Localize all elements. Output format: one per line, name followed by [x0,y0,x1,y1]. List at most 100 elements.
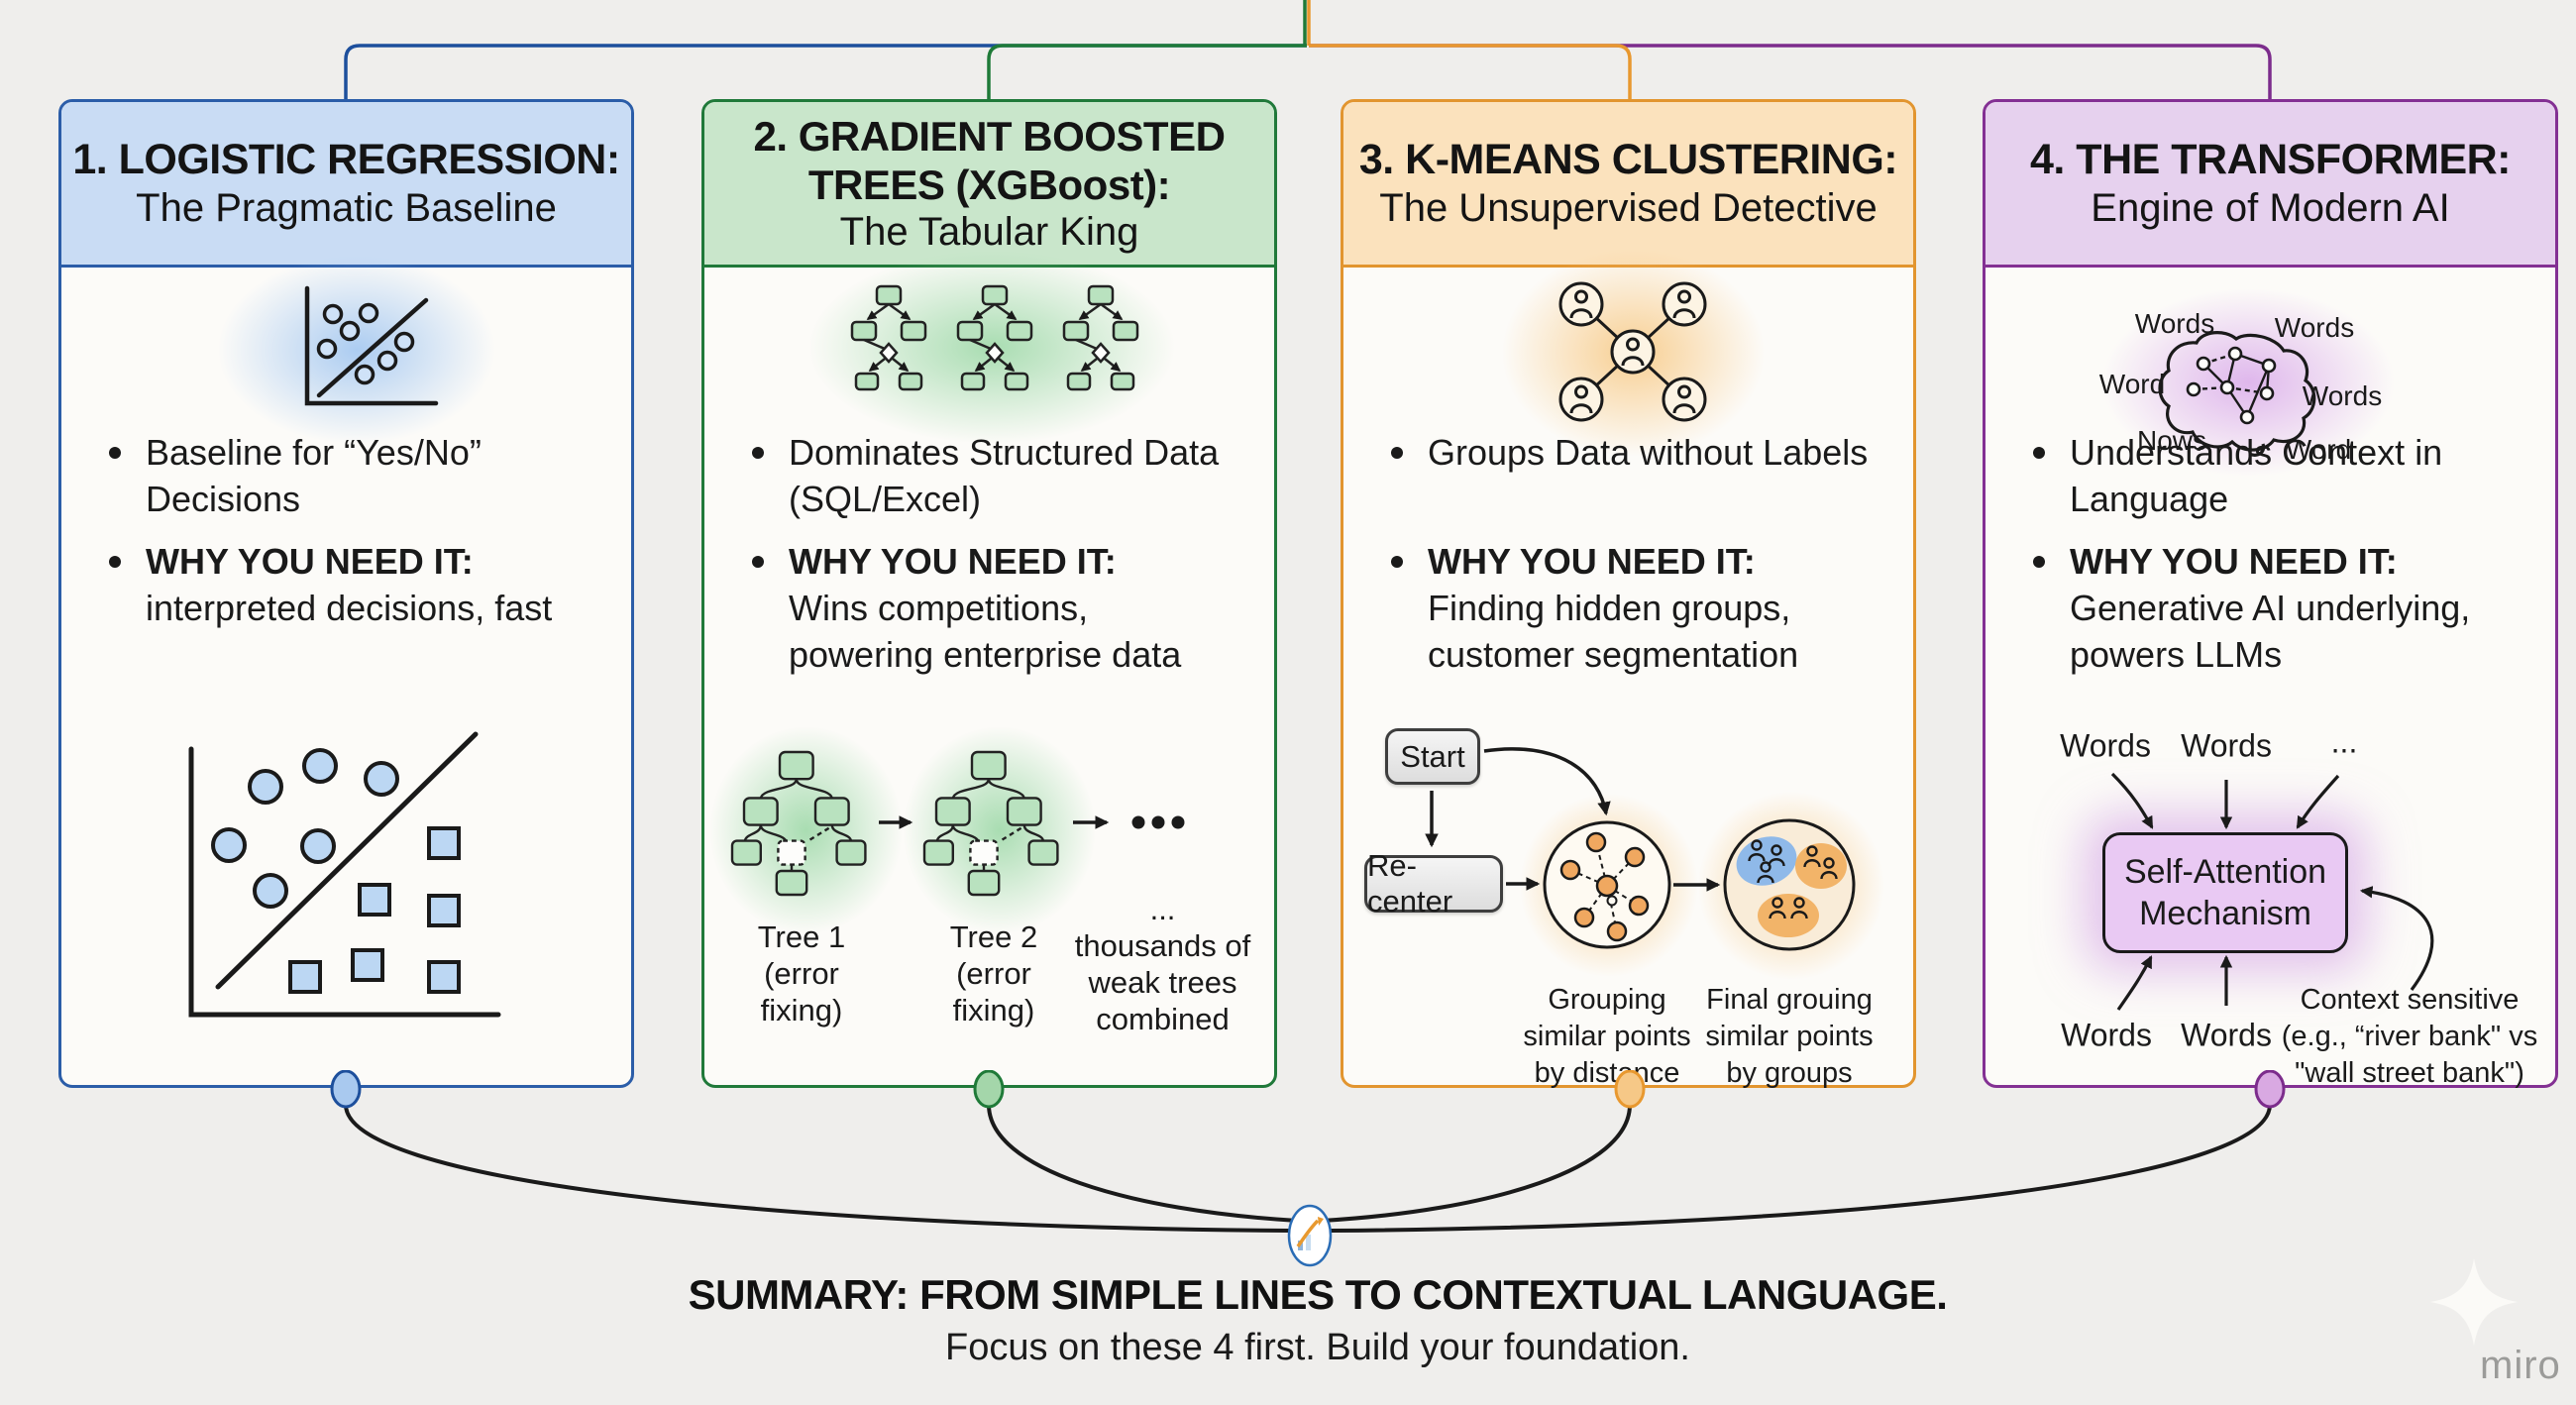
decision-boundary-line [215,731,479,990]
arrow-start-grouping [1483,747,1611,816]
arrow-bottomword1-box [2116,955,2153,1011]
summary-block: SUMMARY: FROM SIMPLE LINES TO CONTEXTUAL… [525,1270,2110,1371]
card1-bullet-2: WHY YOU NEED IT: interpreted decisions, … [109,538,609,631]
class-b-squares [288,826,461,994]
sa-top-ellipsis: ... [2330,723,2358,760]
ellipsis-dots [1131,815,1185,829]
bullet-dot [2033,447,2045,459]
centroid-dot [1606,895,1618,907]
bullet-line: Generative AI underlying, [2070,588,2471,628]
bullet-line: Groups Data without Labels [1428,432,1869,473]
icon-word-bottom-left: Nows [2136,425,2207,456]
card1-icon-glow [218,256,495,444]
card3-bullet1-text: Groups Data without Labels [1428,429,1868,476]
tree1-name: Tree 1 [757,919,846,954]
bullet-dot [109,556,121,568]
label-line: Final grouing [1706,984,1873,1016]
note-line: Context sensitive [2300,984,2520,1016]
card3-bullet-1: Groups Data without Labels [1391,429,1891,476]
cluster-people [1748,839,1838,920]
blue-cluster [1736,836,1797,886]
why-you-need-it-label: WHY YOU NEED IT: [146,541,474,582]
card2-bullet-2: WHY YOU NEED IT: Wins competitions, powe… [752,538,1252,678]
tree1-sub: (error fixing) [760,956,843,1027]
bullet-dot [2033,556,2045,568]
why-you-need-it-label: WHY YOU NEED IT: [2070,541,2398,582]
summary-node-chart-glyph [1296,1217,1324,1250]
orange-cluster-1 [1795,843,1847,889]
brain-network-nodes [2186,346,2277,425]
miro-logo-text: miro [2480,1344,2561,1387]
connector-card2 [987,44,1307,103]
brain-network-lines [2193,352,2271,418]
bullet-line: powering enterprise data [789,634,1182,675]
icon-word-bottom-right: Word [2285,434,2352,465]
card3-header: 3. K-MEANS CLUSTERING: The Unsupervised … [1343,102,1913,268]
curve-card3-summary [1321,1104,1632,1223]
card2-title-line1: 2. GRADIENT BOOSTED [753,112,1226,160]
distance-lines [1569,841,1640,932]
summary-title: SUMMARY: FROM SIMPLE LINES TO CONTEXTUAL… [688,1271,1948,1318]
self-attention-box: Self-Attention Mechanism [2102,832,2348,953]
arrow-topword1-box [2110,772,2154,829]
icon-word-top-left: Words [2134,308,2215,339]
why-you-need-it-label: WHY YOU NEED IT: [1428,541,1756,582]
start-label: Start [1400,738,1465,774]
summary-subtitle: Focus on these 4 first. Build your found… [945,1327,1690,1368]
icon-word-right: Words [2302,380,2383,411]
card3-bullet-2: WHY YOU NEED IT: Finding hidden groups, … [1391,538,1891,678]
sparkle-icon [2429,1257,2519,1347]
card2-subtitle: The Tabular King [839,209,1139,254]
recenter-label: Re-center [1367,848,1453,919]
card4-title: 4. THE TRANSFORMER: [2030,136,2512,183]
connector-card4 [1309,44,2272,103]
bullet-line: Wins competitions, [789,588,1089,628]
label-line: by distance [1534,1057,1680,1089]
card1-bullet2-text: WHY YOU NEED IT: interpreted decisions, … [146,538,552,631]
context-note: Context sensitive (e.g., “river bank" vs… [2261,982,2558,1092]
card3-title: 3. K-MEANS CLUSTERING: [1358,136,1898,183]
arrow-ellipsis-box [2296,774,2340,829]
card4-bullet-2: WHY YOU NEED IT: Generative AI underlyin… [2033,538,2533,678]
card4-header: 4. THE TRANSFORMER: Engine of Modern AI [1986,102,2555,268]
card4-bullet2-text: WHY YOU NEED IT: Generative AI underlyin… [2070,538,2470,678]
final-grouping-label: Final grouing similar points by groups [1684,982,1894,1092]
data-points [1559,831,1650,942]
recenter-box: Re-center [1364,848,1503,919]
summary-node [1287,1204,1333,1267]
self-attention-line1: Self-Attention [2123,853,2327,891]
tree2-sub: (error fixing) [952,956,1035,1027]
card-k-means-clustering: 3. K-MEANS CLUSTERING: The Unsupervised … [1341,99,1916,1089]
card1-bullet1-text: Baseline for “Yes/No” Decisions [146,429,482,522]
card-transformer: 4. THE TRANSFORMER: Engine of Modern AI … [1983,99,2558,1089]
card1-title: 1. LOGISTIC REGRESSION: [72,136,620,183]
connector-card1 [344,44,1307,103]
card4-bullet-1: Understands Context in Language [2033,429,2533,522]
bullet-line: (SQL/Excel) [789,479,982,519]
more-line1: thousands of [1074,928,1251,963]
card3-bullet2-text: WHY YOU NEED IT: Finding hidden groups, … [1428,538,1798,678]
card2-bullet-1: Dominates Structured Data (SQL/Excel) [752,429,1252,522]
label-line: similar points [1523,1021,1691,1052]
class-a-circles [211,748,399,909]
bullet-line: Language [2070,479,2229,519]
connector-card3 [1309,44,1632,103]
sa-bottom-word-2: Words [2181,1017,2272,1053]
bullet-line: Understands Context in [2070,432,2443,473]
arrow-note-box [2359,886,2434,991]
card2-bullet2-text: WHY YOU NEED IT: Wins competitions, powe… [789,538,1181,678]
more-line2: weak trees [1088,965,1237,1000]
tree1-glow [709,726,903,934]
note-line: "wall street bank") [2295,1057,2524,1089]
more-dots: ... [1149,892,1176,926]
note-line: (e.g., “river bank" vs [2281,1021,2538,1052]
card2-icon-glow [808,251,1175,444]
bottom-connectors [330,1070,2286,1267]
tree2-name: Tree 2 [949,919,1038,954]
grouping-circle [1543,820,1671,949]
card-logistic-regression: 1. LOGISTIC REGRESSION: The Pragmatic Ba… [58,99,634,1088]
bullet-line: Dominates Structured Data [789,432,1220,473]
curve-card4-summary [1330,1104,2272,1233]
tree1-label: Tree 1 (error fixing) [722,919,881,1028]
